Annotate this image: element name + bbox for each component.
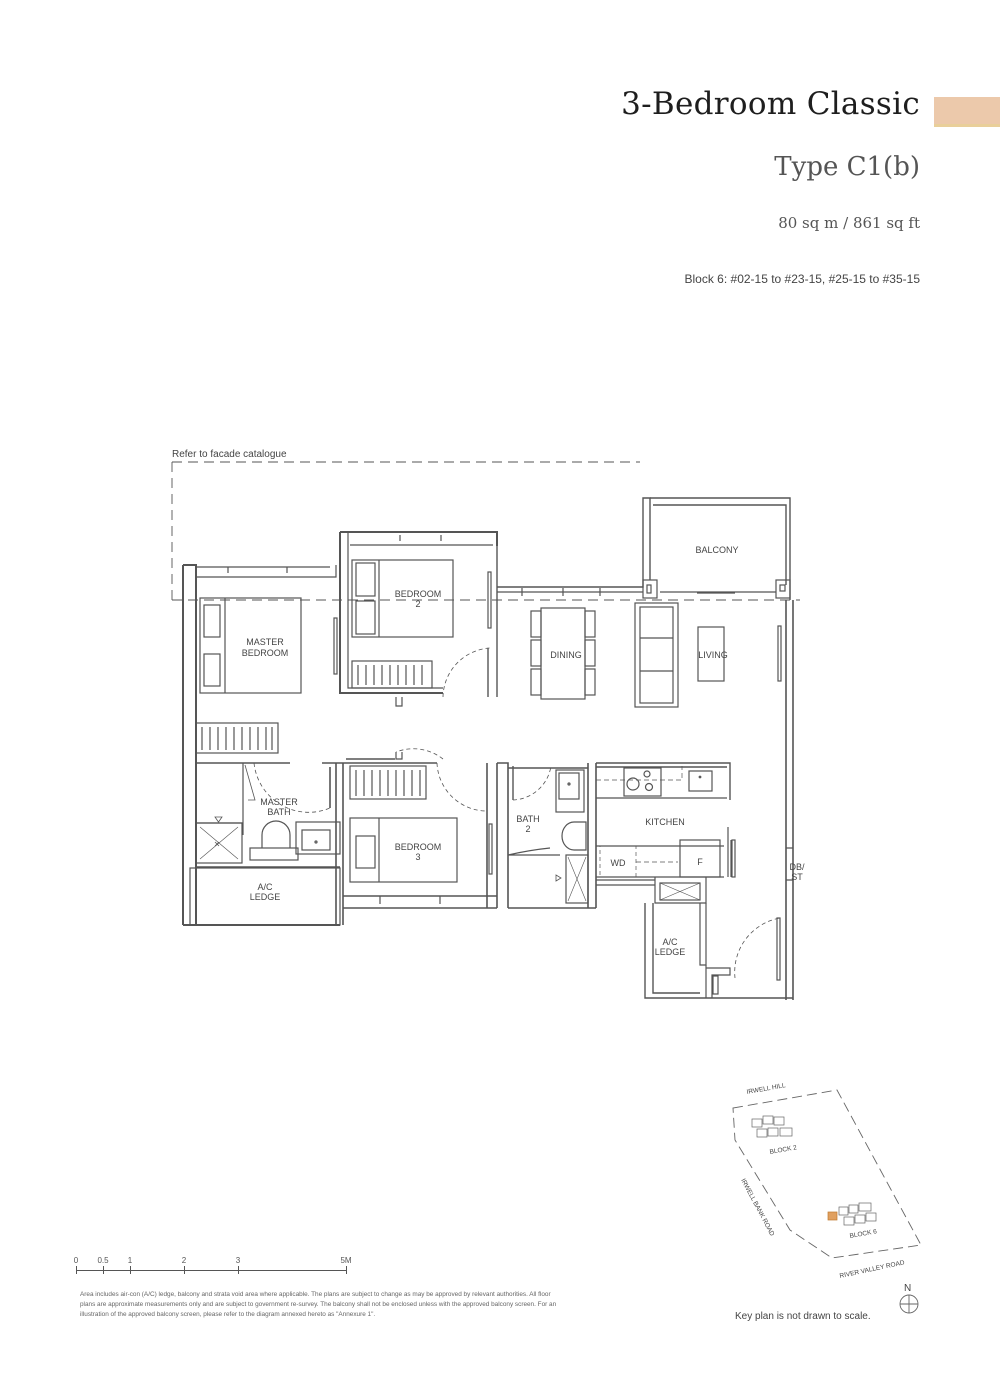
svg-text:BEDROOM: BEDROOM <box>395 842 442 852</box>
facade-note: Refer to facade catalogue <box>172 449 287 460</box>
svg-text:A/C: A/C <box>662 937 678 947</box>
svg-text:F: F <box>697 857 703 867</box>
scale-tick <box>346 1266 347 1274</box>
page-title: 3-Bedroom Classic <box>621 86 920 122</box>
svg-text:BEDROOM: BEDROOM <box>242 648 289 658</box>
svg-text:BALCONY: BALCONY <box>695 545 738 555</box>
svg-text:LEDGE: LEDGE <box>250 892 281 902</box>
key-plan <box>732 1089 922 1314</box>
svg-text:BLOCK 2: BLOCK 2 <box>769 1144 798 1156</box>
scale-label: 0.5 <box>97 1256 109 1265</box>
accent-bar <box>934 97 1000 127</box>
svg-text:MASTER: MASTER <box>260 797 298 807</box>
svg-text:BLOCK 6: BLOCK 6 <box>849 1228 878 1240</box>
scale-label: 0 <box>73 1256 79 1265</box>
scale-tick <box>103 1266 104 1274</box>
applicable-units: Block 6: #02-15 to #23-15, #25-15 to #35… <box>684 272 921 286</box>
svg-text:2: 2 <box>415 599 420 609</box>
svg-text:BEDROOM: BEDROOM <box>395 589 442 599</box>
scale-tick <box>130 1266 131 1274</box>
unit-type: Type C1(b) <box>774 152 920 182</box>
disclaimer: Area includes air-con (A/C) ledge, balco… <box>80 1291 557 1318</box>
svg-text:IRWELL BANK ROAD: IRWELL BANK ROAD <box>739 1178 775 1238</box>
scale-line <box>76 1270 346 1271</box>
svg-text:WD: WD <box>611 858 626 868</box>
svg-text:KITCHEN: KITCHEN <box>645 817 685 827</box>
svg-text:A/C: A/C <box>257 882 273 892</box>
scale-tick <box>76 1266 77 1274</box>
svg-text:BATH: BATH <box>516 814 539 824</box>
scale-label: 2 <box>181 1256 187 1265</box>
scale-tick <box>238 1266 239 1274</box>
svg-text:2: 2 <box>525 824 530 834</box>
svg-text:IRWELL HILL: IRWELL HILL <box>746 1082 786 1096</box>
svg-text:MASTER: MASTER <box>246 637 284 647</box>
scale-tick <box>184 1266 185 1274</box>
svg-text:DB/: DB/ <box>789 862 805 872</box>
svg-text:RIVER VALLEY ROAD: RIVER VALLEY ROAD <box>839 1259 906 1280</box>
svg-text:DINING: DINING <box>550 650 582 660</box>
north-label: N <box>904 1283 912 1294</box>
scale-label: 5M <box>340 1256 352 1265</box>
svg-text:BATH: BATH <box>267 807 290 817</box>
scale-bar: 0 0.5 1 2 3 5M <box>73 1256 366 1286</box>
scale-label: 3 <box>235 1256 241 1265</box>
svg-text:3: 3 <box>415 852 420 862</box>
svg-text:LIVING: LIVING <box>698 650 728 660</box>
key-plan-note: Key plan is not drawn to scale. <box>735 1311 871 1322</box>
scale-label: 1 <box>127 1256 133 1265</box>
unit-area: 80 sq m / 861 sq ft <box>778 214 920 232</box>
svg-text:LEDGE: LEDGE <box>655 947 686 957</box>
svg-text:ST: ST <box>791 872 803 882</box>
